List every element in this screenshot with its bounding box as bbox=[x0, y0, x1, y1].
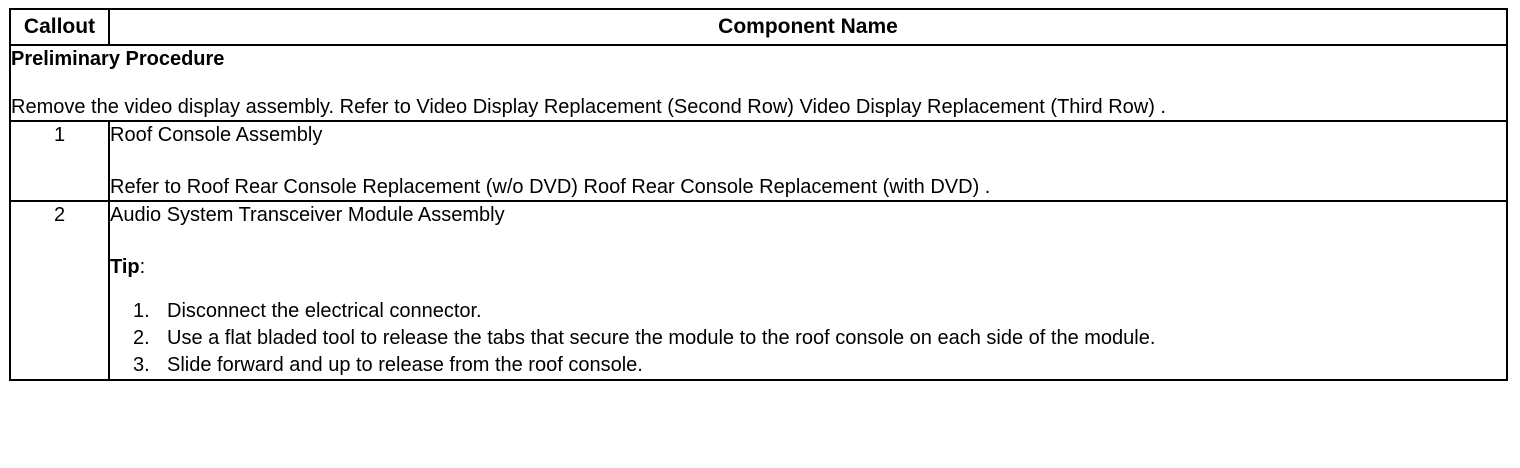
component-refer-1: Refer to Roof Rear Console Replacement (… bbox=[110, 176, 991, 198]
preliminary-procedure-cell: Preliminary Procedure Remove the video d… bbox=[9, 44, 1508, 122]
table-row: 1 Roof Console Assembly Refer to Roof Re… bbox=[9, 120, 1508, 202]
tip-colon: : bbox=[139, 256, 146, 278]
preliminary-procedure-row: Preliminary Procedure Remove the video d… bbox=[9, 44, 1508, 122]
column-header-callout: Callout bbox=[9, 8, 110, 46]
callout-number-2: 2 bbox=[9, 200, 110, 381]
tip-step-list: Disconnect the electrical connector. Use… bbox=[110, 298, 1506, 379]
column-header-component-name: Component Name bbox=[108, 8, 1508, 46]
list-item: Slide forward and up to release from the… bbox=[133, 352, 643, 379]
preliminary-procedure-text: Remove the video display assembly. Refer… bbox=[11, 96, 1166, 118]
component-title-2: Audio System Transceiver Module Assembly bbox=[110, 204, 505, 226]
component-table: Callout Component Name Preliminary Proce… bbox=[9, 8, 1508, 381]
component-cell-2: Audio System Transceiver Module Assembly… bbox=[108, 200, 1508, 381]
list-item: Disconnect the electrical connector. bbox=[133, 298, 482, 325]
table-header: Callout Component Name bbox=[9, 8, 1508, 46]
tip-label: Tip: bbox=[110, 254, 1506, 280]
tip-word: Tip bbox=[110, 256, 140, 278]
table-body: Preliminary Procedure Remove the video d… bbox=[9, 44, 1508, 381]
callout-number-1: 1 bbox=[9, 120, 110, 202]
component-cell-1: Roof Console Assembly Refer to Roof Rear… bbox=[108, 120, 1508, 202]
table-row: 2 Audio System Transceiver Module Assemb… bbox=[9, 200, 1508, 381]
list-item: Use a flat bladed tool to release the ta… bbox=[133, 325, 1156, 352]
component-title-1: Roof Console Assembly bbox=[110, 124, 323, 146]
table-header-row: Callout Component Name bbox=[9, 8, 1508, 46]
preliminary-procedure-title: Preliminary Procedure bbox=[11, 48, 225, 70]
